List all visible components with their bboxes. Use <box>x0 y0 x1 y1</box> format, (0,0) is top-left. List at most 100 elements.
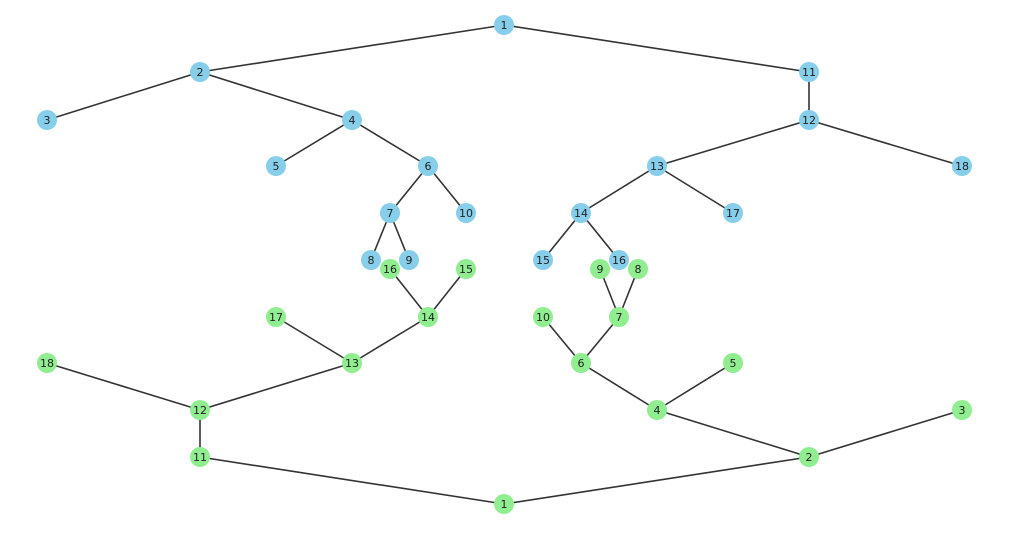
node-label: 17 <box>269 311 283 324</box>
node-label: 12 <box>802 114 816 127</box>
node-label: 13 <box>650 160 664 173</box>
node-circle <box>533 250 553 270</box>
node-a-10: 10 <box>456 203 476 223</box>
node-circle <box>37 110 57 130</box>
node-b-16: 16 <box>380 259 400 279</box>
node-b-15: 15 <box>456 259 476 279</box>
edge-b-13-14 <box>351 316 429 364</box>
node-label: 3 <box>44 114 51 127</box>
node-a-8: 8 <box>361 250 381 270</box>
edge-b-4-5 <box>656 362 734 411</box>
edge-a-12-18 <box>808 119 963 167</box>
node-circle <box>190 447 210 467</box>
node-label: 11 <box>802 66 816 79</box>
node-circle <box>494 494 514 514</box>
node-label: 4 <box>654 404 661 417</box>
node-label: 3 <box>959 404 966 417</box>
edge-a-4-5 <box>275 119 353 167</box>
node-circle <box>37 353 57 373</box>
edge-a-4-6 <box>351 119 429 167</box>
node-b-4: 4 <box>647 400 667 420</box>
node-label: 16 <box>383 263 397 276</box>
node-label: 11 <box>193 451 207 464</box>
node-a-12: 12 <box>799 110 819 130</box>
node-circle <box>609 250 629 270</box>
node-a-7: 7 <box>380 203 400 223</box>
node-b-9: 9 <box>590 259 610 279</box>
node-circle <box>380 259 400 279</box>
node-label: 7 <box>616 311 623 324</box>
edge-a-6-7 <box>389 165 429 214</box>
node-label: 6 <box>578 357 585 370</box>
node-label: 15 <box>459 263 473 276</box>
node-label: 17 <box>726 207 740 220</box>
node-circle <box>380 203 400 223</box>
edge-a-1-11 <box>503 24 810 73</box>
node-circle <box>647 400 667 420</box>
node-label: 9 <box>406 254 413 267</box>
edge-a-2-4 <box>199 71 353 121</box>
node-circle <box>571 353 591 373</box>
node-label: 6 <box>425 160 432 173</box>
node-label: 4 <box>349 114 356 127</box>
node-a-3: 3 <box>37 110 57 130</box>
node-b-7: 7 <box>609 307 629 327</box>
node-circle <box>418 156 438 176</box>
node-label: 8 <box>368 254 375 267</box>
node-a-11: 11 <box>799 62 819 82</box>
edge-a-14-15 <box>542 212 582 261</box>
node-circle <box>190 62 210 82</box>
node-circle <box>361 250 381 270</box>
node-a-4: 4 <box>342 110 362 130</box>
node-circle <box>266 307 286 327</box>
node-b-17: 17 <box>266 307 286 327</box>
node-label: 15 <box>536 254 550 267</box>
edge-b-1-2 <box>503 456 810 505</box>
node-circle <box>399 250 419 270</box>
node-circle <box>647 156 667 176</box>
node-circle <box>418 307 438 327</box>
node-circle <box>266 156 286 176</box>
node-circle <box>723 353 743 373</box>
edge-b-12-13 <box>199 362 353 411</box>
node-label: 10 <box>536 311 550 324</box>
node-b-14: 14 <box>418 307 438 327</box>
node-b-11: 11 <box>190 447 210 467</box>
node-circle <box>533 307 553 327</box>
node-label: 2 <box>197 66 204 79</box>
node-circle <box>571 203 591 223</box>
edge-a-2-3 <box>46 71 201 121</box>
node-circle <box>799 447 819 467</box>
edge-a-12-13 <box>656 119 810 167</box>
node-label: 9 <box>597 263 604 276</box>
node-b-18: 18 <box>37 353 57 373</box>
node-b-3: 3 <box>952 400 972 420</box>
node-label: 7 <box>387 207 394 220</box>
node-circle <box>342 110 362 130</box>
node-circle <box>190 400 210 420</box>
node-a-15: 15 <box>533 250 553 270</box>
node-circle <box>628 259 648 279</box>
node-b-2: 2 <box>799 447 819 467</box>
node-a-9: 9 <box>399 250 419 270</box>
node-circle <box>609 307 629 327</box>
node-label: 10 <box>459 207 473 220</box>
node-b-8: 8 <box>628 259 648 279</box>
node-a-1: 1 <box>494 15 514 35</box>
node-label: 12 <box>193 404 207 417</box>
node-a-14: 14 <box>571 203 591 223</box>
node-circle <box>590 259 610 279</box>
edge-b-14-15 <box>427 268 467 318</box>
node-circle <box>456 259 476 279</box>
node-label: 14 <box>574 207 588 220</box>
node-a-2: 2 <box>190 62 210 82</box>
node-label: 13 <box>345 357 359 370</box>
edge-b-4-6 <box>580 362 658 411</box>
node-label: 16 <box>612 254 626 267</box>
node-label: 1 <box>501 19 508 32</box>
node-circle <box>799 62 819 82</box>
node-circle <box>723 203 743 223</box>
edge-a-14-16 <box>580 212 620 261</box>
node-b-6: 6 <box>571 353 591 373</box>
